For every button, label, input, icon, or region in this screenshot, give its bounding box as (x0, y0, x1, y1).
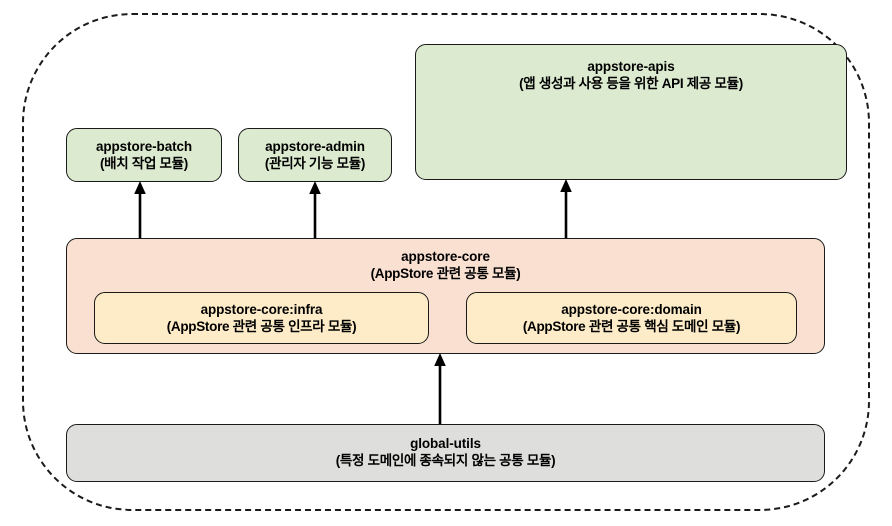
node-appstore-core-domain-title: appstore-core:domain (561, 302, 702, 317)
edge-global-utils-to-core (428, 352, 452, 426)
node-appstore-apis-subtitle: (앱 생성과 사용 등을 위한 API 제공 모듈) (519, 76, 743, 92)
node-global-utils-subtitle: (특정 도메인에 종속되지 않는 공통 모듈) (335, 453, 556, 469)
node-appstore-core-domain[interactable]: appstore-core:domain (AppStore 관련 공통 핵심 … (466, 292, 797, 344)
node-appstore-batch-title: appstore-batch (95, 139, 193, 154)
node-global-utils[interactable]: global-utils (특정 도메인에 종속되지 않는 공통 모듈) (66, 424, 825, 482)
edge-core-to-admin (303, 180, 327, 240)
node-appstore-batch-subtitle: (배치 작업 모듈) (99, 156, 188, 172)
node-appstore-core-infra-title: appstore-core:infra (200, 302, 323, 317)
node-appstore-admin[interactable]: appstore-admin (관리자 기능 모듈) (238, 128, 392, 182)
node-appstore-apis[interactable]: appstore-apis (앱 생성과 사용 등을 위한 API 제공 모듈) (415, 44, 847, 180)
edge-core-to-batch (128, 180, 152, 240)
system-boundary (22, 13, 870, 511)
edge-core-to-batch-arrow-icon (134, 181, 146, 238)
node-appstore-core-domain-subtitle: (AppStore 관련 공통 핵심 도메인 모듈) (522, 319, 741, 335)
node-appstore-core-infra-subtitle: (AppStore 관련 공통 인프라 모듈) (166, 319, 357, 335)
node-appstore-apis-title: appstore-apis (587, 59, 675, 74)
node-appstore-admin-subtitle: (관리자 기능 모듈) (264, 156, 366, 172)
node-appstore-core-infra[interactable]: appstore-core:infra (AppStore 관련 공통 인프라 … (94, 292, 429, 344)
edge-core-to-apis-arrow-icon (560, 179, 572, 238)
edge-core-to-apis (554, 178, 578, 240)
node-global-utils-title: global-utils (410, 436, 481, 451)
edge-global-utils-to-core-arrow-icon (434, 353, 446, 424)
node-appstore-batch[interactable]: appstore-batch (배치 작업 모듈) (66, 128, 222, 182)
node-appstore-core-subtitle: (AppStore 관련 공통 모듈) (370, 266, 521, 282)
node-appstore-admin-title: appstore-admin (265, 139, 365, 154)
node-appstore-core-title: appstore-core (401, 249, 490, 264)
edge-core-to-admin-arrow-icon (309, 181, 321, 238)
